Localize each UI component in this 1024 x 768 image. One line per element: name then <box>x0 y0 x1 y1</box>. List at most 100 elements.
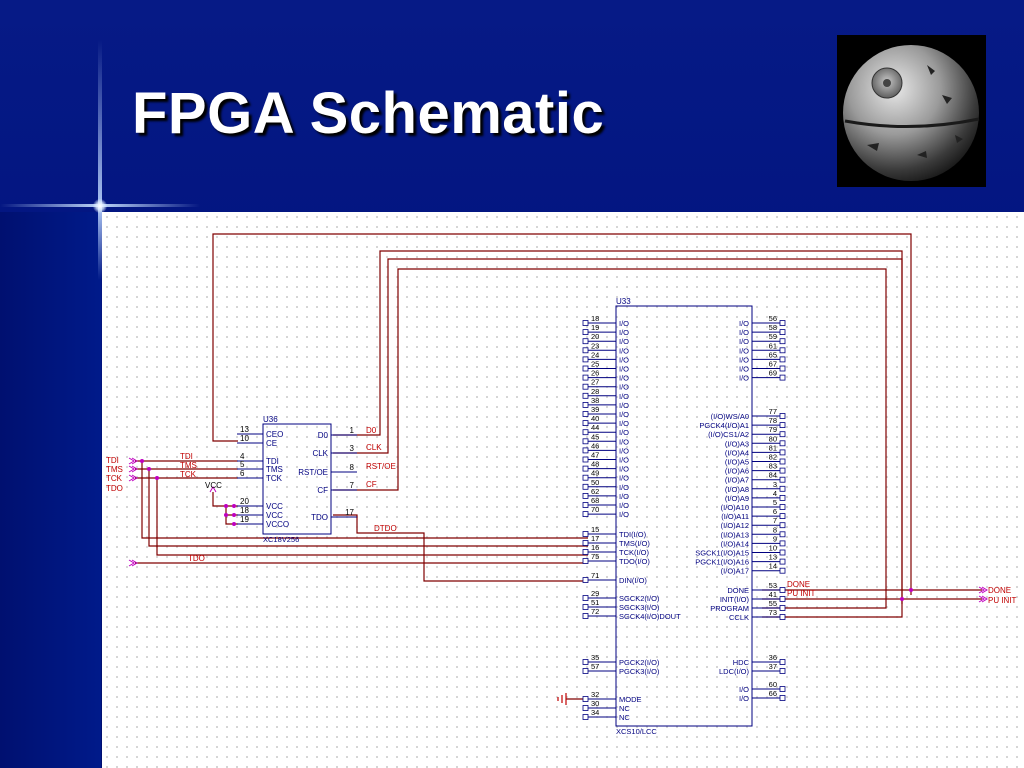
pin-name: D0 <box>318 431 329 440</box>
pin-69-right: 69I/O <box>739 369 786 383</box>
pin-number: 28 <box>591 387 599 396</box>
pin-38-left: 38I/O <box>582 396 629 410</box>
prom-u36: U36 XC18V256 13CEO10CE4TDI5TMS6TCK20VCC1… <box>237 415 357 544</box>
pin-name: TDI <box>266 457 279 466</box>
pin-number: 36 <box>769 653 777 662</box>
pin-name: TCK <box>266 474 283 483</box>
pin-8-right: 8(I/O)A13 <box>721 525 786 539</box>
pin-number: 20 <box>591 332 599 341</box>
pin-number: 4 <box>240 452 245 461</box>
pin-name: I/O <box>619 401 629 410</box>
pin-name: RST/OE <box>298 468 328 477</box>
pin-number: 81 <box>769 443 777 452</box>
pin-name: (I/O)A13 <box>721 530 749 539</box>
pin-name: CLK <box>312 449 328 458</box>
wire-dtdo-din <box>333 514 588 582</box>
prom-ref: U36 <box>263 415 278 424</box>
net-label-done-out: DONE <box>988 586 1011 595</box>
left-accent-bar <box>0 212 101 768</box>
pin-name: PGCK2(I/O) <box>619 658 660 667</box>
pin-61-right: 61I/O <box>739 341 786 355</box>
pin-name: I/O <box>619 365 629 374</box>
pin-number: 66 <box>769 689 777 698</box>
pin-6-right: 6(I/O)A11 <box>721 507 786 521</box>
pin-number: 77 <box>769 407 777 416</box>
net-label-tms: TMS <box>180 461 197 470</box>
pin-number: 51 <box>591 598 599 607</box>
pin-name: I/O <box>619 328 629 337</box>
pin-5-right: 5(I/O)A10 <box>721 498 786 512</box>
pin-28-left: 28I/O <box>582 387 629 401</box>
pin-24-left: 24I/O <box>582 350 629 364</box>
pin-4-right: 4(I/O)A9 <box>725 489 786 503</box>
pin-60-right: 60I/O <box>739 680 786 694</box>
pin-45-left: 45I/O <box>582 432 629 446</box>
pin-name: I/O <box>619 419 629 428</box>
pin-number: 69 <box>769 369 777 378</box>
fpga-u33: U33 XCS10/LCC 18I/O19I/O20I/O23I/O24I/O2… <box>582 297 786 736</box>
pin-number: 49 <box>591 469 599 478</box>
pin-name: I/O <box>619 465 629 474</box>
pin-number: 79 <box>769 425 777 434</box>
death-star-icon <box>843 45 980 181</box>
pin-number: 24 <box>591 350 599 359</box>
pin-77-right: 77(I/O)WS/A0 <box>711 407 786 421</box>
pin-name: PGCK4(I/O)A1 <box>699 421 749 430</box>
pin-name: CCLK <box>729 613 749 622</box>
pin-number: 26 <box>591 369 599 378</box>
pin-name: (I/O)A17 <box>721 567 749 576</box>
pin-name: I/O <box>619 337 629 346</box>
pin-number: 4 <box>773 489 777 498</box>
pin-name: PGCK1(I/O)A16 <box>695 558 749 567</box>
pin-number: 80 <box>769 434 777 443</box>
pin-number: 23 <box>591 341 599 350</box>
pin-number: 59 <box>769 332 777 341</box>
pin-name: (I/O)CS1/A2 <box>708 430 749 439</box>
pin-7-right: 7(I/O)A12 <box>721 516 786 530</box>
net-label-tdo: TDO <box>188 554 205 563</box>
pin-number: 3 <box>773 480 777 489</box>
vertical-light-streak <box>98 40 102 280</box>
pin-name: DIN(I/O) <box>619 576 647 585</box>
pin-name: I/O <box>619 510 629 519</box>
pin-name: I/O <box>619 346 629 355</box>
pin-83-right: 83(I/O)A6 <box>725 462 786 476</box>
pin-number: 6 <box>773 507 777 516</box>
pin-9-right: 9(I/O)A14 <box>721 534 786 548</box>
pin-name: I/O <box>739 365 749 374</box>
pin-number: 6 <box>240 469 245 478</box>
pin-number: 13 <box>240 425 249 434</box>
pin-number: 13 <box>769 553 777 562</box>
pin-48-left: 48I/O <box>582 460 629 474</box>
pin-name: (I/O)A7 <box>725 476 749 485</box>
pin-number: 8 <box>350 463 355 472</box>
pin-name: CEO <box>266 430 283 439</box>
wire-cf-program <box>333 268 887 609</box>
schematic-diagram: TDI TMS TCK TDO TDI TMS TCK TDO VCC D0 C… <box>106 233 1017 736</box>
pin-name: I/O <box>739 328 749 337</box>
pin-number: 27 <box>591 378 599 387</box>
pin-number: 78 <box>769 416 777 425</box>
pin-name: MODE <box>619 695 642 704</box>
pin-number: 18 <box>240 506 249 515</box>
prom-part: XC18V256 <box>263 535 299 544</box>
pin-name: I/O <box>739 685 749 694</box>
pin-name: HDC <box>733 658 750 667</box>
logo-frame <box>837 35 986 187</box>
pin-name: I/O <box>619 501 629 510</box>
pin-number: 1 <box>350 426 355 435</box>
pin-number: 45 <box>591 432 599 441</box>
pin-50-left: 50I/O <box>582 478 629 492</box>
pin-39-left: 39I/O <box>582 405 629 419</box>
net-label-rst-oe: RST/OE <box>366 462 396 471</box>
pin-3-right: 3(I/O)A8 <box>725 480 786 494</box>
pin-name: I/O <box>619 492 629 501</box>
